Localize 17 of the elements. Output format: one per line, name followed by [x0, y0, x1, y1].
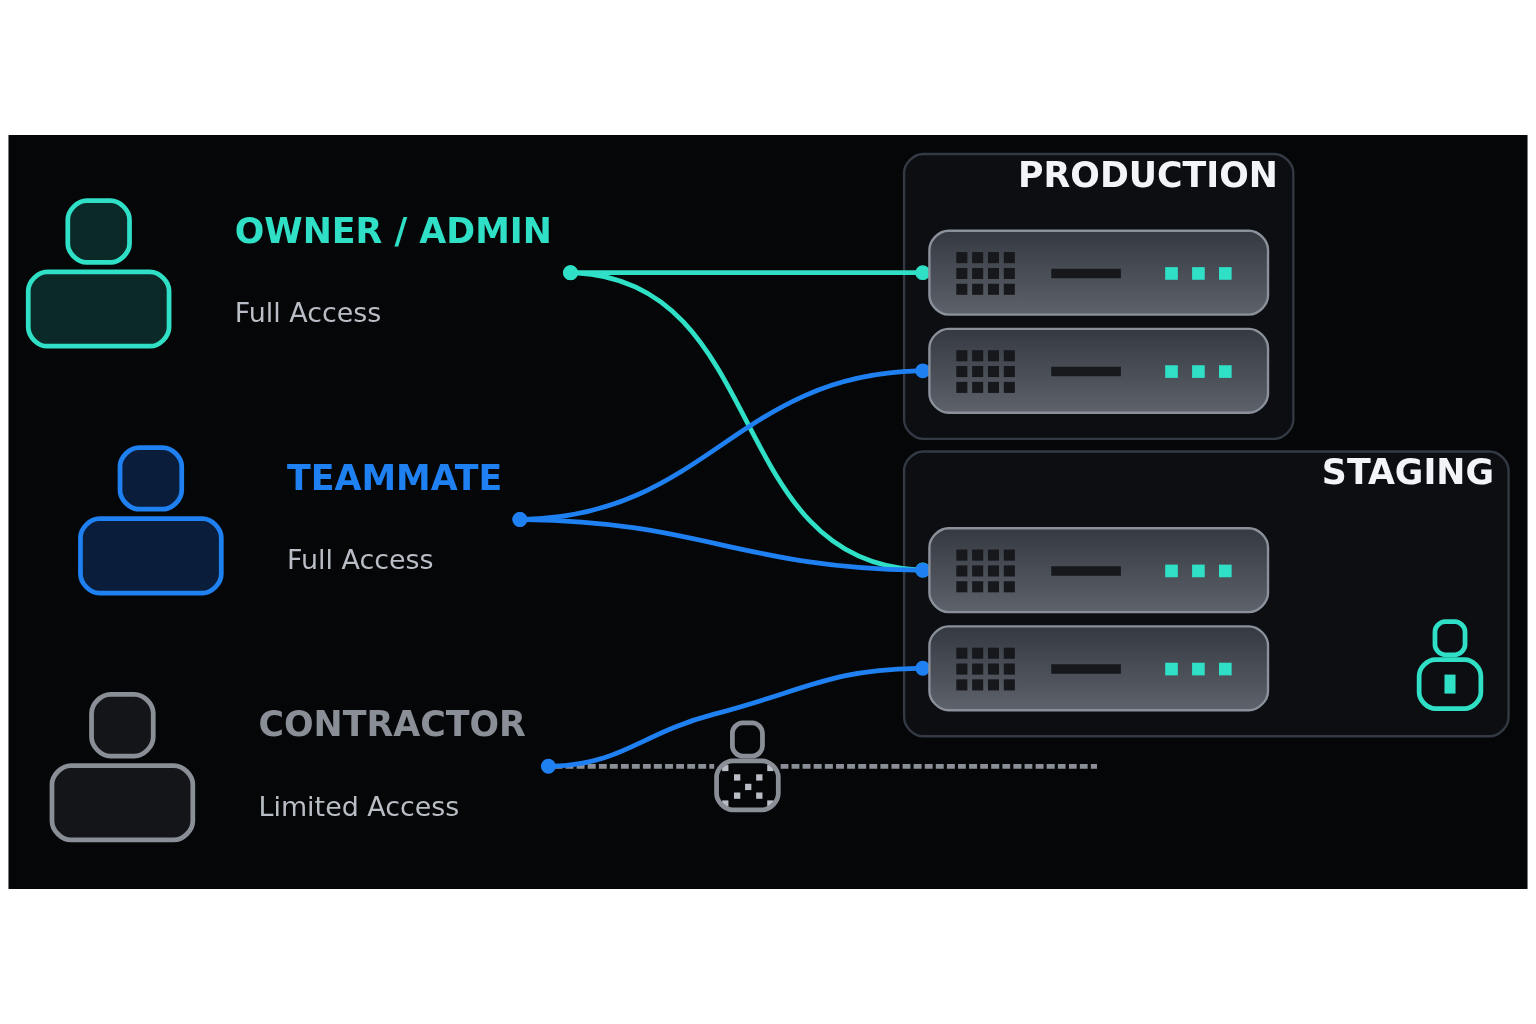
node-label: Full Access: [286, 543, 434, 575]
node-label: OWNER / ADMIN: [234, 210, 552, 251]
node-box: [928, 625, 1270, 712]
node-label: TEAMMATE: [286, 457, 503, 498]
node-box: [928, 527, 1270, 614]
connector: [512, 512, 931, 578]
connector: [563, 265, 931, 578]
node-box: [928, 327, 1270, 414]
node-label: CONTRACTOR: [258, 704, 526, 745]
connector: [563, 265, 931, 281]
cluster: PRODUCTION: [902, 152, 1295, 440]
connector: [512, 363, 931, 527]
cluster: STAGING: [902, 450, 1510, 738]
node-box: [928, 229, 1270, 316]
node-label: Full Access: [234, 296, 382, 328]
node-label: Limited Access: [258, 790, 460, 822]
connector: [780, 764, 1097, 769]
